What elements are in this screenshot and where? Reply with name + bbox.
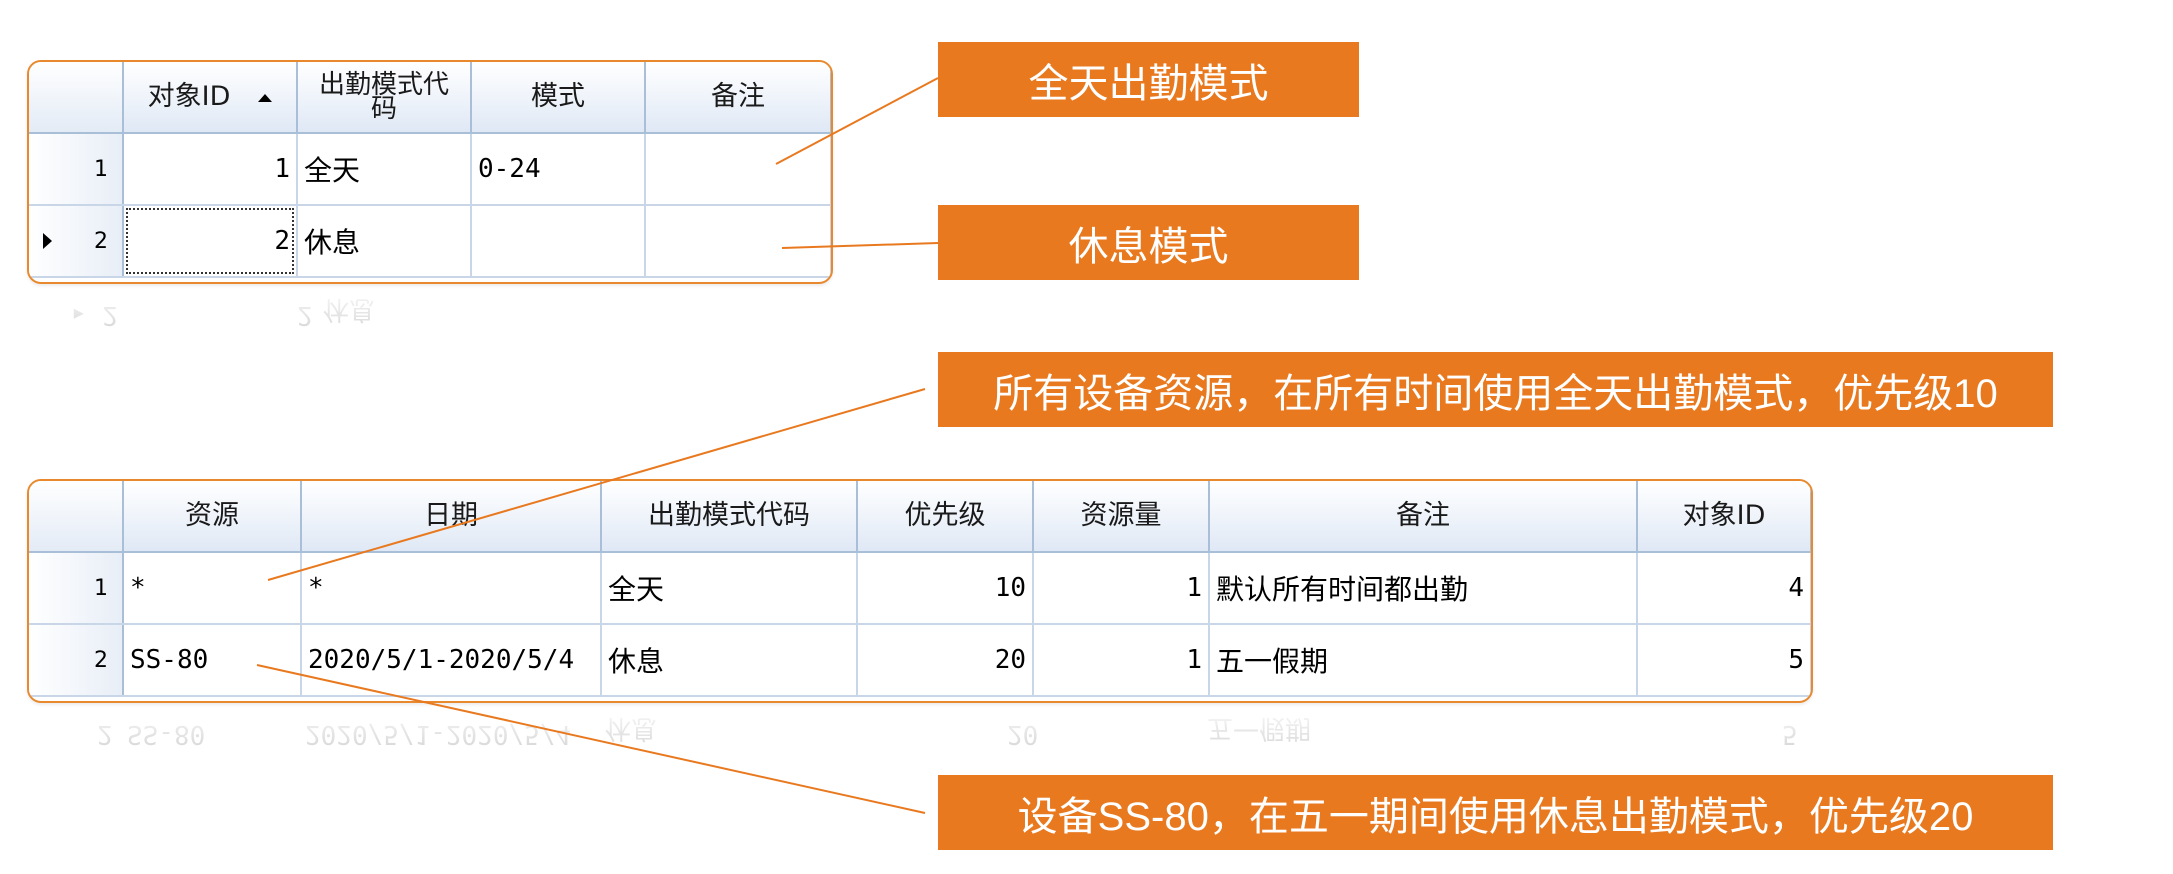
connector-line (775, 77, 939, 165)
cell-note[interactable]: 五一假期 (1209, 624, 1638, 697)
callout-ss80-holiday: 设备SS-80，在五一期间使用休息出勤模式，优先级20 (938, 775, 2053, 850)
cell-mode-code[interactable]: 休息 (601, 624, 858, 697)
cell-priority[interactable]: 20 (857, 624, 1034, 697)
column-header-label: 日期 (424, 500, 478, 531)
row-header[interactable]: 1 (29, 133, 124, 206)
column-header-label: 对象ID (1682, 500, 1766, 531)
connector-line (267, 388, 926, 581)
table-row[interactable]: 1 1 全天 0-24 (29, 133, 831, 206)
column-header-label: 备注 (711, 81, 765, 112)
column-header-label: 对象ID (147, 81, 231, 112)
row-header[interactable]: 2 (29, 624, 124, 697)
cell-object-id[interactable]: 4 (1637, 552, 1811, 625)
cell-quantity[interactable]: 1 (1033, 624, 1210, 697)
column-header-label: 资源 (185, 500, 239, 531)
column-header-note[interactable]: 备注 (645, 62, 831, 134)
cell-object-id[interactable]: 1 (123, 133, 298, 206)
cell-priority[interactable]: 10 (857, 552, 1034, 625)
cell-resource[interactable]: SS-80 (123, 624, 302, 697)
column-header-quantity[interactable]: 资源量 (1033, 481, 1210, 553)
column-header-priority[interactable]: 优先级 (857, 481, 1034, 553)
column-header-object-id[interactable]: 对象ID (123, 62, 298, 134)
callout-all-resources: 所有设备资源，在所有时间使用全天出勤模式，优先级10 (938, 352, 2053, 427)
cell-resource[interactable]: * (123, 552, 302, 625)
column-header-label: 资源量 (1080, 500, 1162, 531)
callout-rest-mode: 休息模式 (938, 205, 1359, 280)
connector-line (256, 664, 926, 814)
grid-corner[interactable] (29, 481, 124, 553)
sort-ascending-icon (258, 93, 273, 102)
cell-object-id-focused[interactable]: 2 (123, 205, 298, 278)
table-row-current[interactable]: 2 2 休息 (29, 205, 831, 278)
column-header-resource[interactable]: 资源 (123, 481, 302, 553)
cell-object-id[interactable]: 5 (1637, 624, 1811, 697)
row-header[interactable]: 1 (29, 552, 124, 625)
callout-full-day-mode: 全天出勤模式 (938, 42, 1359, 117)
column-header-date[interactable]: 日期 (301, 481, 602, 553)
cell-mode-code[interactable]: 全天 (601, 552, 858, 625)
table-row[interactable]: 2 SS-80 2020/5/1-2020/5/4 休息 20 1 五一假期 5 (29, 624, 1811, 697)
column-header-label: 出勤模式代码 (648, 500, 810, 531)
column-header-label: 出勤模式代码 (318, 69, 449, 124)
cell-mode[interactable] (471, 205, 646, 278)
column-header-mode-code[interactable]: 出勤模式代码 (297, 62, 472, 134)
cell-date[interactable]: * (301, 552, 602, 625)
cell-mode[interactable]: 0-24 (471, 133, 646, 206)
table-row[interactable]: 1 * * 全天 10 1 默认所有时间都出勤 4 (29, 552, 1811, 625)
current-row-arrow-icon (43, 233, 52, 249)
grid-corner[interactable] (29, 62, 124, 134)
cell-note[interactable] (645, 133, 831, 206)
attendance-schedule-grid: 资源 日期 出勤模式代码 优先级 资源量 备注 对象ID 1 * * 全天 10… (27, 479, 1813, 703)
column-header-mode-code[interactable]: 出勤模式代码 (601, 481, 858, 553)
cell-note[interactable]: 默认所有时间都出勤 (1209, 552, 1638, 625)
row-header[interactable]: 2 (29, 205, 124, 278)
attendance-mode-grid: 对象ID 出勤模式代码 模式 备注 1 1 全天 0-24 (27, 60, 833, 284)
cell-date[interactable]: 2020/5/1-2020/5/4 (301, 624, 602, 697)
connector-line (781, 242, 939, 249)
column-header-object-id[interactable]: 对象ID (1637, 481, 1811, 553)
column-header-label: 模式 (531, 81, 585, 112)
column-header-label: 优先级 (904, 500, 986, 531)
column-header-label: 备注 (1396, 500, 1450, 531)
column-header-mode[interactable]: 模式 (471, 62, 646, 134)
row-number: 2 (94, 228, 108, 254)
column-header-note[interactable]: 备注 (1209, 481, 1638, 553)
cell-mode-code[interactable]: 休息 (297, 205, 472, 278)
cell-note[interactable] (645, 205, 831, 278)
cell-mode-code[interactable]: 全天 (297, 133, 472, 206)
cell-quantity[interactable]: 1 (1033, 552, 1210, 625)
